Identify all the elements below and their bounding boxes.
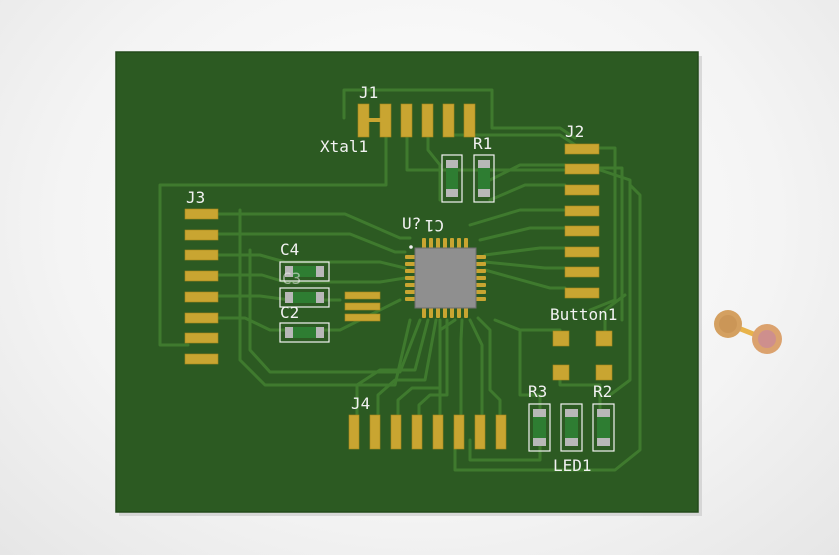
label-xtal1: Xtal1: [320, 137, 368, 156]
label-c2: C2: [280, 303, 299, 322]
crystal-pads: [344, 291, 381, 322]
header-j4: [348, 414, 507, 450]
resistor-r1: [473, 154, 495, 203]
pin1-dot: [409, 245, 413, 249]
label-j2: J2: [565, 122, 584, 141]
label-c3: C3: [282, 269, 301, 288]
label-c1: C1: [425, 216, 444, 235]
chip-body: [414, 247, 477, 309]
capacitor-c2: [279, 322, 330, 343]
chip-u1: [405, 238, 486, 318]
label-led1: LED1: [553, 456, 592, 475]
capacitor-c1: [441, 154, 463, 203]
label-j1: J1: [359, 83, 378, 102]
label-u1: U?: [402, 214, 421, 233]
probe-3d-object[interactable]: [714, 310, 782, 354]
resistor-r3: [528, 403, 551, 452]
label-j3: J3: [186, 188, 205, 207]
label-r3: R3: [528, 382, 547, 401]
header-j1: [357, 103, 476, 138]
header-j3: [184, 208, 219, 365]
capacitor-c4: [279, 261, 330, 282]
label-c4: C4: [280, 240, 299, 259]
capacitor-c3: [279, 287, 330, 308]
label-button1: Button1: [550, 305, 617, 324]
label-r2: R2: [593, 382, 612, 401]
copper-traces: [158, 88, 642, 472]
header-j2: [564, 143, 600, 299]
button-button1: [552, 330, 613, 381]
resistor-r2: [592, 403, 615, 452]
label-r1: R1: [473, 134, 492, 153]
chip-pins: [405, 238, 486, 318]
label-j4: J4: [351, 394, 370, 413]
led-led1: [560, 403, 583, 452]
